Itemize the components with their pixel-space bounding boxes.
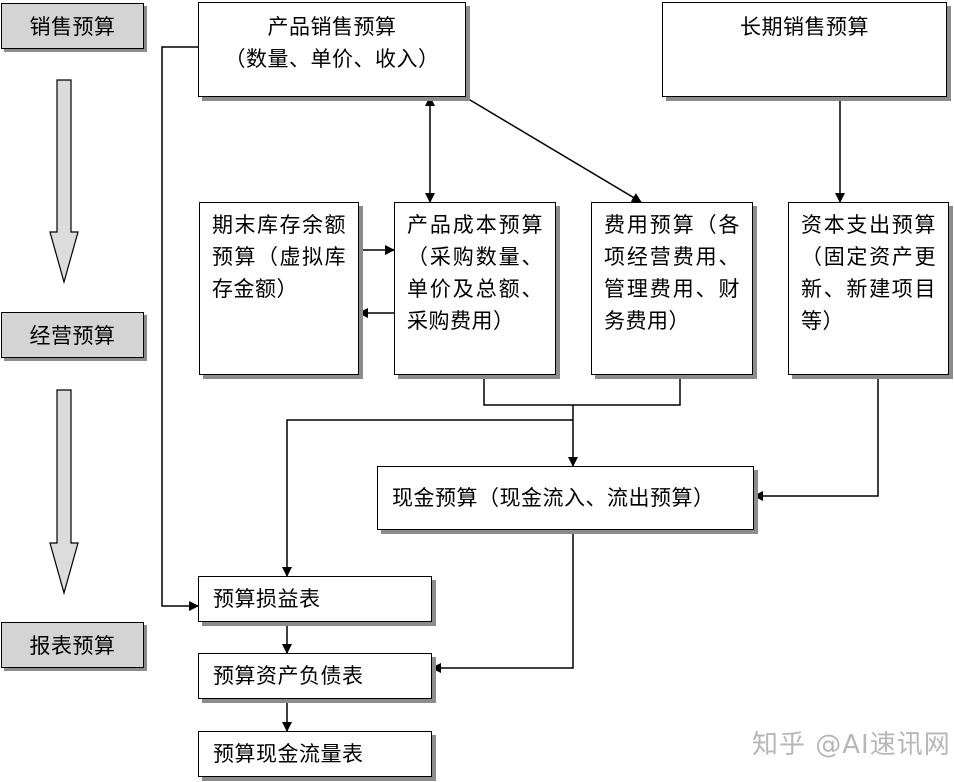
connector-cash-balance (431, 530, 574, 673)
down-arrow-icon (49, 389, 79, 596)
budget-balance-sheet-text: 预算资产负债表 (213, 664, 364, 688)
down-arrow-icon (49, 79, 79, 285)
budget-income-statement-text: 预算损益表 (213, 587, 321, 611)
connector-cost-expense-merge (483, 375, 681, 406)
budget-cash-flow-statement-box: 预算现金流量表 (198, 731, 432, 777)
product-cost-budget-box: 产品成本预算（采购数量、单价及总额、采购费用） (394, 202, 556, 375)
connector-capital-cash (753, 375, 879, 501)
capital-expenditure-budget-box: 资本支出预算（固定资产更新、新建项目等） (788, 202, 949, 375)
ending-inventory-text: 期末库存余额预算（虚拟库存金额） (212, 213, 346, 301)
watermark: 知乎 @AI速讯网 (752, 730, 951, 760)
product-sales-detail: （数量、单价、收入） (224, 47, 440, 71)
cash-budget-box: 现金预算（现金流入、流出预算） (377, 466, 754, 530)
long-term-sales-title: 长期销售预算 (740, 15, 869, 39)
stage-statement-budget: 报表预算 (1, 622, 144, 668)
cash-budget-text: 现金预算（现金流入、流出预算） (392, 486, 715, 510)
stage-sales-budget: 销售预算 (1, 3, 144, 49)
connector-sales-expense (464, 96, 642, 203)
ending-inventory-budget-box: 期末库存余额预算（虚拟库存金额） (199, 202, 359, 375)
connector-sales-income (161, 46, 199, 611)
product-sales-title: 产品销售预算 (267, 15, 397, 39)
capital-expenditure-text: 资本支出预算（固定资产更新、新建项目等） (801, 213, 936, 333)
product-cost-text: 产品成本预算（采购数量、单价及总额、采购费用） (407, 213, 543, 333)
product-sales-budget-box: 产品销售预算 （数量、单价、收入） (198, 2, 466, 97)
long-term-sales-budget-box: 长期销售预算 (662, 2, 947, 97)
budget-balance-sheet-box: 预算资产负债表 (198, 653, 432, 699)
expense-budget-box: 费用预算（各项经营费用、管理费用、财务费用） (591, 202, 753, 375)
expense-text: 费用预算（各项经营费用、管理费用、财务费用） (604, 213, 740, 333)
budget-cash-flow-statement-text: 预算现金流量表 (213, 742, 364, 766)
stage-operating-budget: 经营预算 (1, 312, 144, 358)
budget-income-statement-box: 预算损益表 (198, 576, 432, 622)
connector-trunk-income (282, 419, 573, 577)
